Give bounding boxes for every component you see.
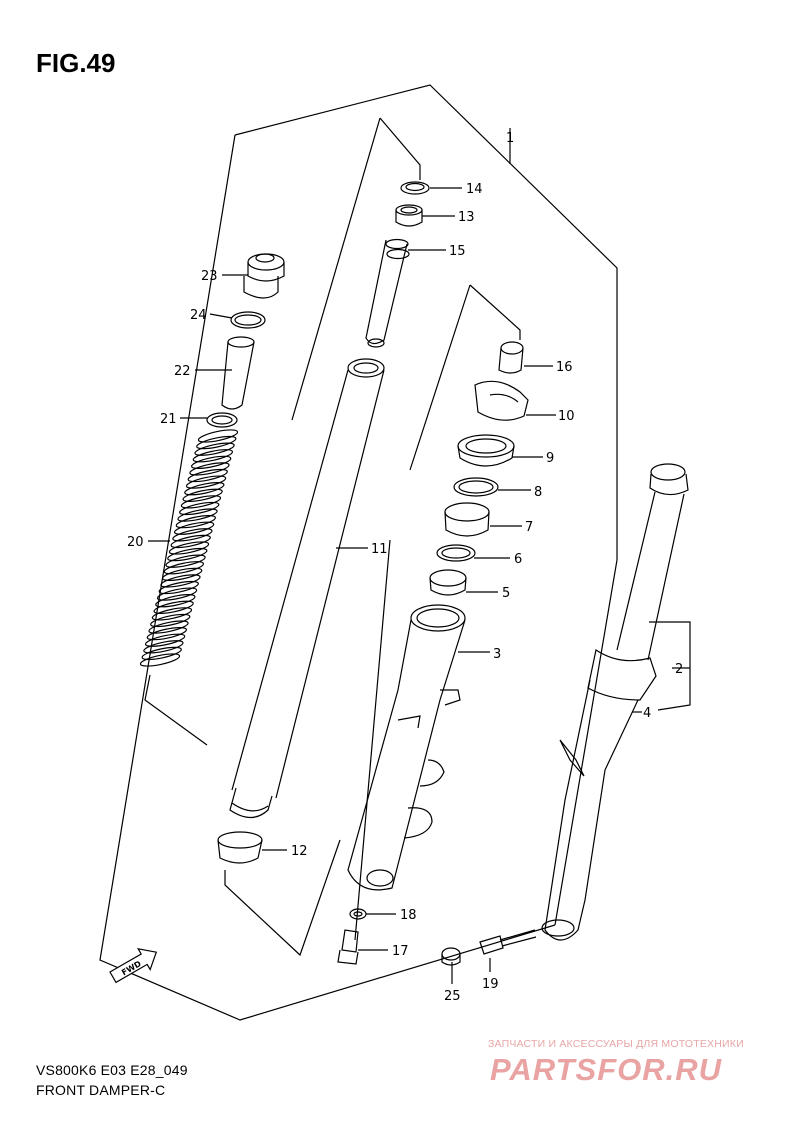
callout-23: 23 — [201, 269, 218, 284]
spring-coil — [139, 653, 181, 667]
spring-coil — [175, 514, 217, 529]
spring-coil — [190, 455, 232, 470]
spring-coil — [151, 607, 193, 621]
assembly-outline — [234, 84, 618, 560]
callout-14: 14 — [466, 182, 483, 197]
spring-coil — [194, 442, 235, 456]
callout-19: 19 — [482, 977, 499, 992]
figure-title: FIG.49 — [36, 48, 116, 78]
spring-coil — [179, 501, 220, 516]
callout-11: 11 — [371, 542, 388, 557]
spring-coil — [189, 462, 230, 476]
part-21-washer — [206, 412, 238, 428]
watermark-logo: PARTSFOR.RU — [490, 1052, 723, 1087]
inner-tube-outline — [469, 284, 521, 340]
part-8-ring — [453, 477, 499, 497]
watermark-tagline: ЗАПЧАСТИ И АКСЕССУАРЫ ДЛЯ МОТОТЕХНИКИ — [488, 1038, 744, 1050]
spring-coil — [150, 613, 191, 628]
callout-24: 24 — [190, 308, 207, 323]
spring-coil — [185, 475, 227, 489]
callout-13: 13 — [458, 210, 475, 225]
part-14-ring — [400, 181, 430, 195]
spring-coil — [165, 554, 206, 568]
callout-21: 21 — [160, 412, 177, 427]
callout-22: 22 — [174, 364, 191, 379]
forward-arrow-icon: FWD — [109, 947, 158, 984]
part-20-spring — [139, 429, 239, 667]
part-15-rod — [365, 238, 410, 348]
spring-coil — [144, 633, 186, 647]
callout-18: 18 — [400, 908, 417, 923]
part-9-oil-seal — [457, 434, 515, 467]
callout-6: 6 — [514, 552, 522, 567]
spring-coil — [197, 429, 239, 443]
part-10-dust-seal — [474, 380, 529, 421]
spring-coil — [160, 574, 201, 588]
cartridge-outline — [144, 674, 208, 746]
part-12-bushing — [217, 831, 263, 864]
spring-coil — [170, 534, 211, 549]
callout-12: 12 — [291, 844, 308, 859]
spring-coil — [156, 587, 198, 601]
callout-4: 4 — [643, 706, 651, 721]
callout-2: 2 — [675, 662, 683, 677]
callout-7: 7 — [525, 520, 533, 535]
callout-1: 1 — [506, 131, 514, 146]
spring-coil — [153, 600, 194, 614]
part-17-bolt — [337, 929, 359, 965]
spring-coil — [167, 547, 208, 562]
part-24-o-ring — [230, 311, 266, 329]
spring-coil — [192, 449, 234, 463]
spring-coil — [182, 488, 223, 502]
spring-coil — [187, 468, 228, 483]
callout-5: 5 — [502, 586, 510, 601]
spring-coil — [163, 561, 205, 575]
leader-lines — [148, 128, 691, 984]
part-5-bushing — [429, 569, 467, 596]
spring-coil — [196, 435, 237, 450]
part-25-cap — [441, 947, 461, 966]
callout-25: 25 — [444, 989, 461, 1004]
part-7-bushing — [444, 502, 490, 537]
spring-coil — [146, 626, 188, 641]
diagram-name: FRONT DAMPER-C — [36, 1082, 166, 1098]
callout-3: 3 — [493, 647, 501, 662]
callout-15: 15 — [449, 244, 466, 259]
spring-coil — [177, 508, 218, 522]
part-22-spacer — [221, 336, 255, 410]
part-23-cap-bolt — [243, 253, 285, 299]
spring-coil — [180, 495, 222, 509]
part-16-bushing — [498, 341, 524, 374]
spring-coil — [168, 541, 210, 555]
part-2-fork-assembly — [541, 463, 689, 941]
spring-coil — [173, 521, 215, 535]
spring-coil — [184, 482, 225, 496]
spring-coil — [158, 580, 199, 595]
spring-coil — [161, 567, 203, 582]
callout-16: 16 — [556, 360, 573, 375]
spring-coil — [172, 528, 213, 542]
spring-coil — [155, 594, 196, 608]
spring-coil — [148, 620, 189, 634]
part-19-axle-bolt — [479, 929, 537, 955]
spring-coil — [143, 640, 184, 654]
part-13-rod-head — [395, 204, 423, 227]
callout-9: 9 — [546, 451, 554, 466]
part-3-outer-tube — [347, 604, 466, 891]
callout-8: 8 — [534, 485, 542, 500]
callout-20: 20 — [127, 535, 144, 550]
callout-10: 10 — [558, 409, 575, 424]
spring-coil — [141, 646, 182, 661]
part-11-inner-tube — [229, 358, 385, 819]
diagram-code: VS800K6 E03 E28_049 — [36, 1062, 188, 1078]
callout-17: 17 — [392, 944, 409, 959]
part-6-washer — [436, 544, 476, 562]
